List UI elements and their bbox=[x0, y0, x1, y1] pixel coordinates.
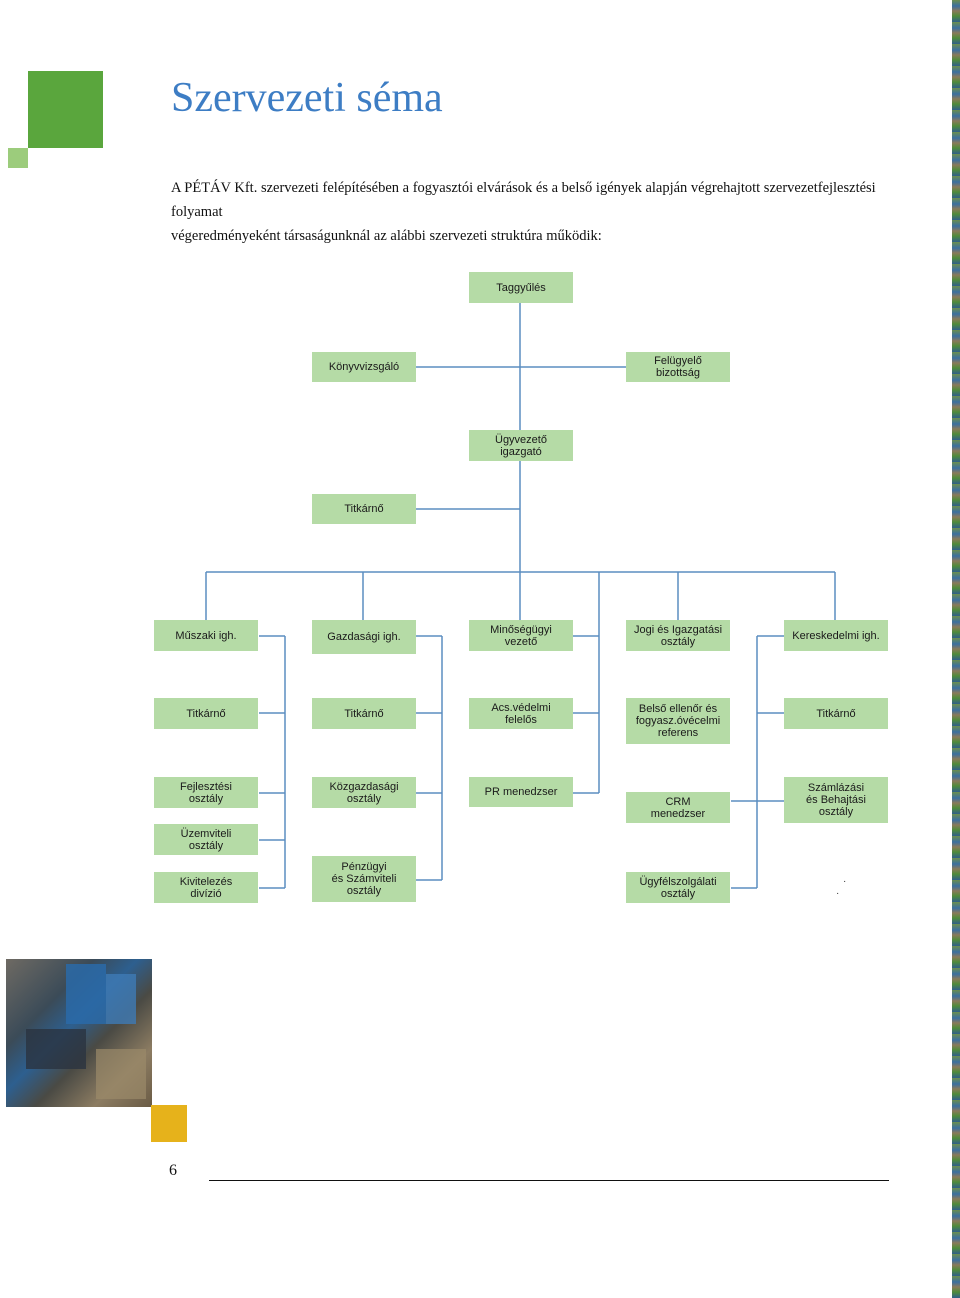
box-titkarno-top: Titkárnő bbox=[312, 494, 416, 524]
box-titkarno-1: Titkárnő bbox=[154, 698, 258, 729]
footer-rule bbox=[209, 1180, 889, 1181]
industrial-photo bbox=[6, 959, 152, 1107]
box-ugyfelszolgalati-osztaly: Ügyfélszolgálati osztály bbox=[626, 872, 730, 903]
box-minosegugyi-vezeto: Minőségügyi vezető bbox=[469, 620, 573, 651]
box-ugyvezeto-igazgato: Ügyvezető igazgató bbox=[469, 430, 573, 461]
box-szamlazasi-osztaly: Számlázási és Behajtási osztály bbox=[784, 777, 888, 823]
box-penzugyi-szamviteli-osztaly: Pénzügyi és Számviteli osztály bbox=[312, 856, 416, 902]
box-kivitelezes-divizio: Kivitelezés divízió bbox=[154, 872, 258, 903]
box-konyvvizsgalo: Könyvvizsgáló bbox=[312, 352, 416, 382]
box-uzemviteli-osztaly: Üzemviteli osztály bbox=[154, 824, 258, 855]
box-kozgazdasagi-osztaly: Közgazdasági osztály bbox=[312, 777, 416, 808]
green-square-decoration bbox=[28, 71, 103, 148]
intro-text: A PÉTÁV Kft. szervezeti felépítésében a … bbox=[171, 176, 901, 248]
box-taggyules: Taggyűlés bbox=[469, 272, 573, 303]
box-titkarno-3: Titkárnő bbox=[784, 698, 888, 729]
yellow-square-decoration bbox=[151, 1105, 187, 1142]
box-muszaki-igh: Műszaki igh. bbox=[154, 620, 258, 651]
page-number: 6 bbox=[169, 1162, 177, 1179]
box-kereskedelmi-igh: Kereskedelmi igh. bbox=[784, 620, 888, 651]
box-pr-menedzser: PR menedzser bbox=[469, 777, 573, 807]
intro-line-1: A PÉTÁV Kft. szervezeti felépítésében a … bbox=[171, 180, 876, 220]
box-felugyelo-bizottsag: Felügyelő bizottság bbox=[626, 352, 730, 382]
box-crm-menedzser: CRM menedzser bbox=[626, 792, 730, 823]
right-edge-strip bbox=[952, 0, 960, 1298]
intro-line-2: végeredményeként társaságunknál az alább… bbox=[171, 228, 602, 244]
box-belso-ellenor: Belső ellenőr és fogyasz.óvécelmi refere… bbox=[626, 698, 730, 744]
light-green-square-decoration bbox=[8, 148, 28, 168]
box-acs-vedelmi-felelos: Acs.védelmi felelős bbox=[469, 698, 573, 729]
stray-mark: · bbox=[836, 888, 840, 899]
box-fejlesztesi-osztaly: Fejlesztési osztály bbox=[154, 777, 258, 808]
page-title: Szervezeti séma bbox=[171, 75, 443, 121]
box-gazdasagi-igh: Gazdasági igh. bbox=[312, 620, 416, 654]
stray-mark: · bbox=[843, 876, 847, 887]
box-titkarno-2: Titkárnő bbox=[312, 698, 416, 729]
box-jogi-igazgatasi-osztaly: Jogi és Igazgatási osztály bbox=[626, 620, 730, 651]
